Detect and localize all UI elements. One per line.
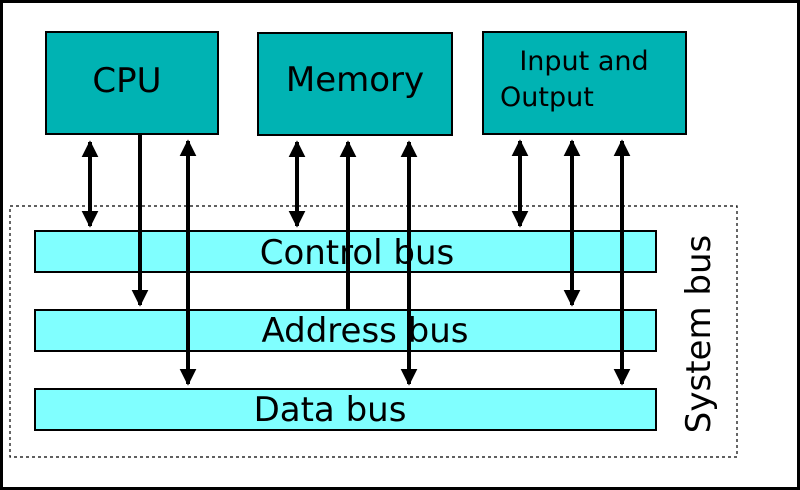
cpu-label: CPU [92,61,161,101]
system-bus-boundary [9,205,738,458]
io-label-line2: Output [500,82,594,113]
io-box [482,31,687,135]
address-bus-label: Address bus [261,311,468,351]
address-bus-bar [34,309,657,352]
data-bus-bar [34,388,657,431]
control-bus-label: Control bus [260,233,455,273]
cpu-box [45,31,219,135]
io-label-line1: Input and [519,46,648,77]
memory-label: Memory [286,60,424,100]
system-bus-label: System bus [679,235,719,433]
data-bus-label: Data bus [254,390,407,430]
memory-box [257,32,453,136]
